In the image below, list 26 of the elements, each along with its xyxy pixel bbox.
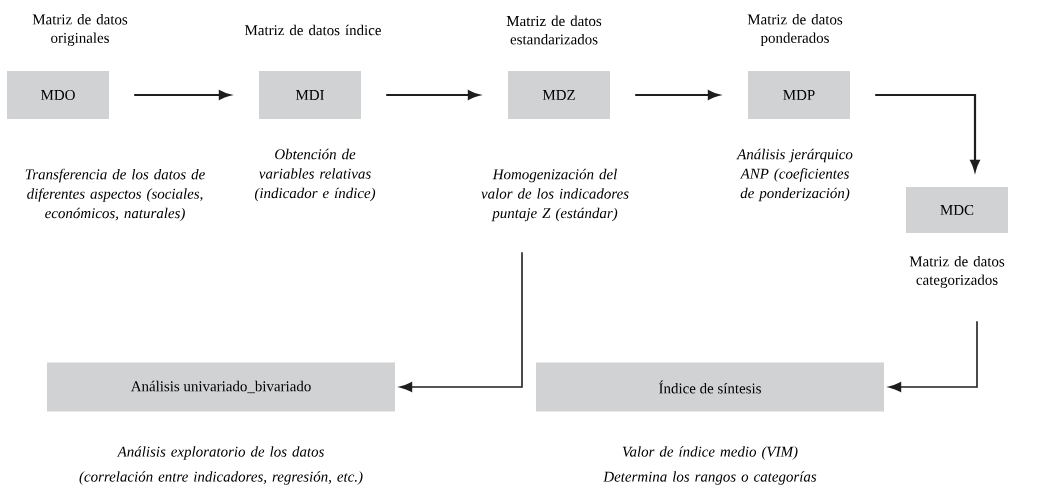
- description-text: Determina los rangos o categorías: [603, 471, 817, 485]
- description-text: Transferencia de los datos de diferentes aspectos (sociales, económicos, naturales): [25, 168, 205, 222]
- box-heading: Matriz de datos índice: [245, 24, 381, 36]
- arrow: [875, 93, 980, 172]
- arrow: [635, 90, 720, 100]
- box-heading: Matriz de datos categorizados: [909, 256, 1005, 288]
- description-text: Obtención de variables relativas (indicador e índice): [254, 148, 376, 202]
- process-box: MDI: [259, 71, 361, 119]
- process-box: MDP: [748, 71, 850, 119]
- process-box: Índice de síntesis: [536, 362, 884, 412]
- description-text: (correlación entre indicadores, regresión, etc.): [79, 471, 363, 485]
- description-text: Análisis jerárquico ANP (coeficientes de ponderización): [736, 148, 853, 202]
- box-heading: Matriz de datos ponderados: [747, 14, 843, 46]
- process-box: Análisis univariado_bivariado: [47, 362, 395, 412]
- arrow: [386, 90, 480, 100]
- process-box: MDC: [906, 187, 1008, 233]
- process-box: MDO: [7, 71, 109, 119]
- description-text: Valor de índice medio (VIM): [622, 446, 798, 460]
- box-heading: Matriz de datos estandarizados: [506, 15, 602, 45]
- arrow: [888, 320, 978, 392]
- description-text: Análisis exploratorio de los datos: [116, 446, 324, 460]
- arrow: [134, 90, 231, 100]
- description-text: Homogenización del valor de los indicadores puntaje Z (estándar): [481, 168, 629, 222]
- arrow: [399, 251, 523, 392]
- process-box: MDZ: [508, 71, 610, 119]
- box-heading: Matriz de datos originales: [32, 14, 128, 46]
